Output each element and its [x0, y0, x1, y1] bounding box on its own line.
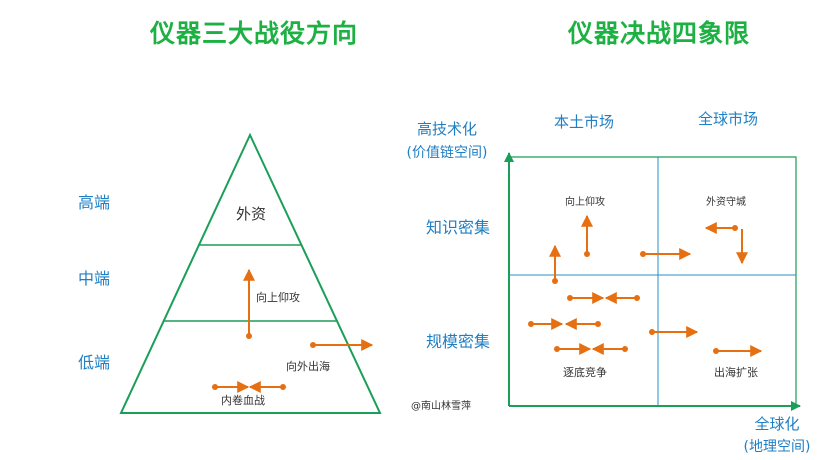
- pyramid-label-involution: 内卷血战: [221, 393, 265, 407]
- arrow-dot: [584, 251, 590, 257]
- arrow-dot: [528, 321, 534, 327]
- arrow-dot: [212, 384, 218, 390]
- col-header-domestic: 本土市场: [554, 113, 614, 131]
- arrow-dot: [732, 225, 738, 231]
- quadrant-label-foreign-defense: 外资守城: [706, 195, 746, 208]
- arrow-dot: [595, 321, 601, 327]
- arrow-dot: [634, 295, 640, 301]
- arrow-dot: [246, 333, 252, 339]
- x-axis-label: 全球化: [754, 415, 799, 433]
- tier-label-middle: 中端: [78, 269, 110, 288]
- arrow-dot: [310, 342, 316, 348]
- arrow-dot: [554, 346, 560, 352]
- arrow-dot: [713, 348, 719, 354]
- arrow-dot: [567, 295, 573, 301]
- x-axis-sublabel: (地理空间): [744, 439, 811, 455]
- pyramid-outline: [119, 132, 382, 414]
- pyramid-label-upward-attack: 向上仰攻: [256, 290, 300, 304]
- col-header-global: 全球市场: [698, 110, 758, 128]
- watermark: @南山林雪萍: [411, 399, 471, 412]
- row-label-knowledge: 知识密集: [426, 218, 490, 237]
- pyramid-arrows: [212, 268, 374, 393]
- quadrant-border: [509, 156, 797, 406]
- right-panel-title: 仪器决战四象限: [568, 19, 751, 48]
- arrow-dot: [640, 251, 646, 257]
- row-label-scale: 规模密集: [426, 332, 490, 351]
- arrow-dot: [552, 278, 558, 284]
- tier-label-high: 高端: [78, 193, 110, 212]
- pyramid: [119, 132, 382, 414]
- pyramid-label-go-abroad: 向外出海: [286, 359, 330, 373]
- quadrant-frame: [504, 152, 801, 411]
- y-axis-label: 高技术化: [417, 120, 477, 138]
- quadrant-label-overseas-expansion: 出海扩张: [714, 365, 758, 379]
- quadrant-label-upward-attack: 向上仰攻: [565, 195, 605, 208]
- arrow-dot: [280, 384, 286, 390]
- tier-label-low: 低端: [78, 353, 110, 372]
- left-panel-title: 仪器三大战役方向: [150, 19, 359, 48]
- y-axis-sublabel: (价值链空间): [407, 145, 488, 161]
- quadrant-arrows: [528, 214, 763, 357]
- quadrant-label-race-bottom: 逐底竞争: [563, 365, 607, 379]
- arrow-dot: [622, 346, 628, 352]
- arrow-dot: [649, 329, 655, 335]
- pyramid-label-foreign: 外资: [236, 205, 266, 223]
